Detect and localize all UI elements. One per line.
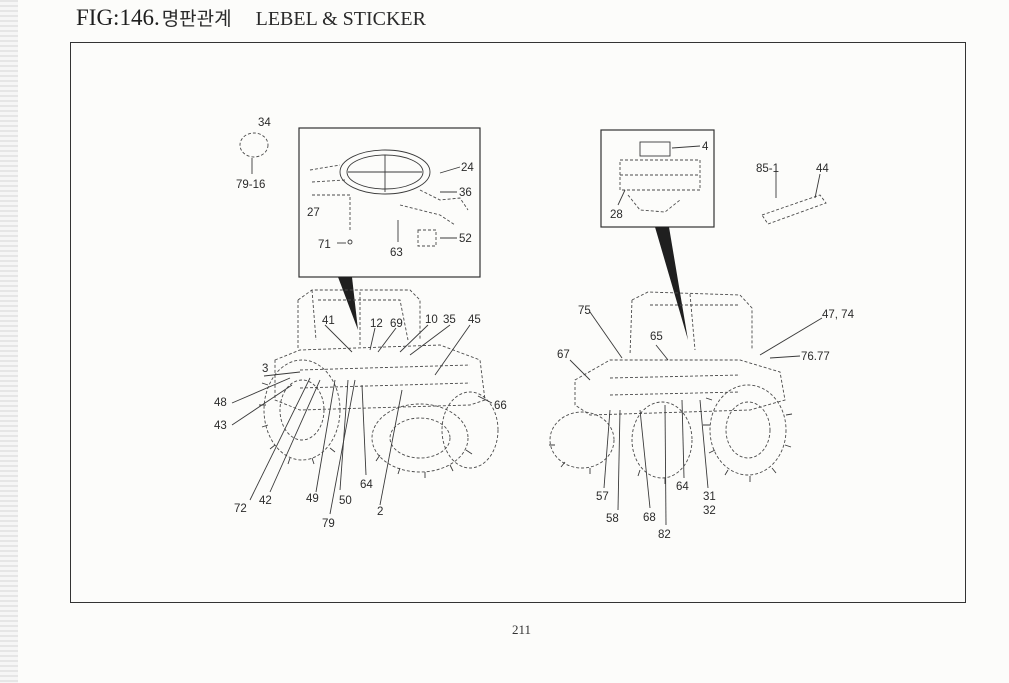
callout-label: 32 bbox=[703, 505, 716, 517]
callout-label: 79 bbox=[322, 518, 335, 530]
figure-number: FIG:146. bbox=[76, 5, 160, 30]
callout-label: 35 bbox=[443, 314, 456, 326]
callout-label: 43 bbox=[214, 420, 227, 432]
callout-label: 85-1 bbox=[756, 163, 779, 175]
callout-label: 72 bbox=[234, 503, 247, 515]
callout-label: 76.77 bbox=[801, 351, 830, 363]
callout-label: 63 bbox=[390, 247, 403, 259]
callout-label: 36 bbox=[459, 187, 472, 199]
callout-label: 47, 74 bbox=[822, 309, 855, 321]
callout-label: 67 bbox=[557, 349, 570, 361]
callout-label: 64 bbox=[676, 481, 689, 493]
figure-title: FIG:146. 명판관계 LEBEL & STICKER bbox=[76, 4, 426, 36]
callout-label: 34 bbox=[258, 117, 271, 129]
callout-label: 41 bbox=[322, 315, 335, 327]
callout-label: 48 bbox=[214, 397, 227, 409]
right-callout-labels: 4 28 85-1 44 75 65 47, 74 67 76.77 57 58… bbox=[557, 141, 855, 541]
sticker-strip-icon bbox=[761, 172, 827, 225]
callout-label: 45 bbox=[468, 314, 481, 326]
callout-label: 44 bbox=[816, 163, 829, 175]
diagram-frame bbox=[70, 42, 966, 603]
callout-label: 75 bbox=[578, 305, 591, 317]
callout-label: 10 bbox=[425, 314, 438, 326]
figure-title-korean: 명판관계 bbox=[161, 8, 232, 30]
callout-label: 69 bbox=[390, 318, 403, 330]
callout-label: 24 bbox=[461, 162, 474, 174]
callout-label: 4 bbox=[702, 141, 709, 153]
page-number: 211 bbox=[512, 622, 532, 637]
callout-label: 68 bbox=[643, 512, 656, 524]
callout-label: 57 bbox=[596, 491, 609, 503]
callout-label: 50 bbox=[339, 495, 352, 507]
callout-label: 71 bbox=[318, 239, 331, 251]
scan-edge bbox=[0, 0, 18, 683]
right-tractor-view bbox=[549, 129, 827, 526]
callout-label: 42 bbox=[259, 495, 272, 507]
callout-label: 58 bbox=[606, 513, 619, 525]
left-callout-labels: 34 79-16 24 36 27 71 63 52 41 12 69 10 3… bbox=[214, 117, 507, 530]
callout-label: 52 bbox=[459, 233, 472, 245]
left-tractor-view bbox=[231, 127, 499, 515]
callout-label: 2 bbox=[377, 506, 383, 518]
callout-label: 79-16 bbox=[236, 179, 265, 191]
callout-label: 65 bbox=[650, 331, 663, 343]
figure-title-english: LEBEL & STICKER bbox=[255, 8, 426, 30]
sticker-icon bbox=[239, 132, 269, 174]
callout-label: 28 bbox=[610, 209, 623, 221]
callout-label: 31 bbox=[703, 491, 716, 503]
callout-label: 82 bbox=[658, 529, 671, 541]
callout-label: 66 bbox=[494, 400, 507, 412]
callout-label: 64 bbox=[360, 479, 373, 491]
callout-label: 49 bbox=[306, 493, 319, 505]
callout-label: 12 bbox=[370, 318, 383, 330]
callout-label: 27 bbox=[307, 207, 320, 219]
steering-inset bbox=[298, 127, 481, 278]
callout-label: 3 bbox=[262, 363, 268, 375]
